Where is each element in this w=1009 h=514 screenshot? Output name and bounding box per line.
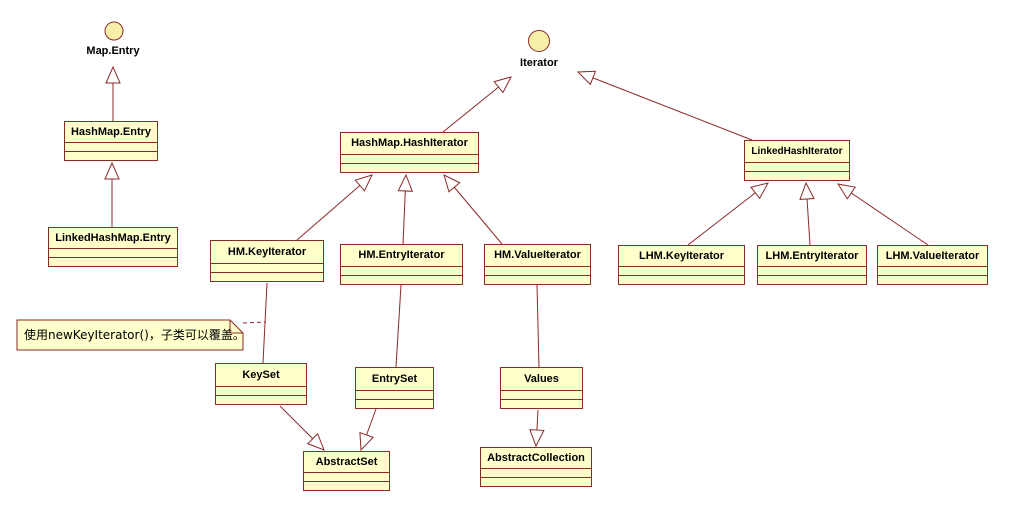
generalization-hmvalueiterator-hashiterator: [444, 175, 503, 245]
operations-compartment: [211, 273, 323, 281]
attributes-compartment: [745, 163, 849, 172]
class-box-abstractcollection[interactable]: AbstractCollection: [480, 447, 592, 487]
generalization-lhmentryiterator-linkedhashiterator: [806, 183, 810, 246]
class-box-entryset[interactable]: EntrySet: [355, 367, 434, 409]
class-name: HashMap.HashIterator: [341, 133, 478, 155]
class-box-hm-valueiterator[interactable]: HM.ValueIterator: [484, 244, 591, 285]
realization-hashiterator-iterator: [442, 77, 511, 133]
generalization-values-abstractcollection: [536, 409, 538, 446]
uml-note[interactable]: [16, 319, 244, 351]
class-name: HM.ValueIterator: [485, 245, 590, 267]
class-box-lhm-valueiterator[interactable]: LHM.ValueIterator: [877, 245, 988, 285]
class-name: LHM.KeyIterator: [619, 246, 744, 267]
operations-compartment: [341, 164, 478, 172]
attributes-compartment: [304, 473, 389, 482]
operations-compartment: [49, 258, 177, 266]
attributes-compartment: [65, 143, 157, 152]
generalization-hmkeyiterator-hashiterator: [296, 175, 372, 241]
attributes-compartment: [341, 267, 462, 276]
attributes-compartment: [758, 267, 866, 276]
generalization-lhmkeyiterator-linkedhashiterator: [687, 183, 768, 246]
class-name: LHM.ValueIterator: [878, 246, 987, 267]
class-box-hm-keyiterator[interactable]: HM.KeyIterator: [210, 240, 324, 282]
interface-label-iterator: Iterator: [520, 57, 558, 69]
class-name: AbstractCollection: [481, 448, 591, 469]
operations-compartment: [65, 152, 157, 160]
class-name: AbstractSet: [304, 452, 389, 473]
operations-compartment: [341, 276, 462, 284]
note-shape[interactable]: [16, 319, 244, 351]
class-name: HM.KeyIterator: [211, 241, 323, 264]
class-box-lhm-entryiterator[interactable]: LHM.EntryIterator: [757, 245, 867, 285]
attributes-compartment: [481, 469, 591, 478]
realization-linkedhashiterator-iterator: [578, 72, 753, 141]
class-name: LinkedHashIterator: [745, 141, 849, 163]
operations-compartment: [356, 400, 433, 408]
class-box-hashmap-entry[interactable]: HashMap.Entry: [64, 121, 158, 161]
class-name: EntrySet: [356, 368, 433, 391]
class-box-lhm-keyiterator[interactable]: LHM.KeyIterator: [618, 245, 745, 285]
class-box-linkedhashiterator[interactable]: LinkedHashIterator: [744, 140, 850, 181]
attributes-compartment: [356, 391, 433, 400]
generalization-lhmvalueiterator-linkedhashiterator: [838, 184, 929, 246]
note-fold-icon: [229, 320, 243, 334]
generalization-keyset-abstractset: [279, 405, 324, 450]
attributes-compartment: [211, 264, 323, 273]
attributes-compartment: [485, 267, 590, 276]
attributes-compartment: [878, 267, 987, 276]
class-box-linkedhashmap-entry[interactable]: LinkedHashMap.Entry: [48, 227, 178, 267]
attributes-compartment: [341, 155, 478, 164]
note-text: 使用newKeyIterator()，子类可以覆盖。: [24, 328, 245, 342]
operations-compartment: [878, 276, 987, 284]
operations-compartment: [481, 478, 591, 486]
generalization-hmentryiterator-hashiterator: [403, 175, 406, 245]
operations-compartment: [745, 172, 849, 180]
note-anchor-line: [242, 321, 267, 324]
association-hmvalueiterator-values: [536, 284, 540, 368]
association-hmentryiterator-entryset: [395, 284, 402, 368]
interface-label-map-entry: Map.Entry: [86, 45, 140, 57]
attributes-compartment: [501, 391, 582, 400]
class-box-values[interactable]: Values: [500, 367, 583, 409]
operations-compartment: [216, 396, 306, 404]
class-name: LinkedHashMap.Entry: [49, 228, 177, 249]
attributes-compartment: [49, 249, 177, 258]
attributes-compartment: [619, 267, 744, 276]
interface-circle-iterator[interactable]: [528, 30, 550, 52]
operations-compartment: [485, 276, 590, 284]
association-hmkeyiterator-keyset: [262, 282, 268, 364]
class-box-hm-entryiterator[interactable]: HM.EntryIterator: [340, 244, 463, 285]
operations-compartment: [619, 276, 744, 284]
class-box-abstractset[interactable]: AbstractSet: [303, 451, 390, 491]
class-name: HashMap.Entry: [65, 122, 157, 143]
operations-compartment: [758, 276, 866, 284]
class-name: LHM.EntryIterator: [758, 246, 866, 267]
generalization-entryset-abstractset: [361, 408, 377, 450]
operations-compartment: [304, 482, 389, 490]
operations-compartment: [501, 400, 582, 408]
class-name: KeySet: [216, 364, 306, 387]
class-box-hashmap-hashiterator[interactable]: HashMap.HashIterator: [340, 132, 479, 173]
class-name: HM.EntryIterator: [341, 245, 462, 267]
attributes-compartment: [216, 387, 306, 396]
class-name: Values: [501, 368, 582, 391]
interface-circle-map-entry[interactable]: [104, 21, 124, 41]
class-box-keyset[interactable]: KeySet: [215, 363, 307, 405]
